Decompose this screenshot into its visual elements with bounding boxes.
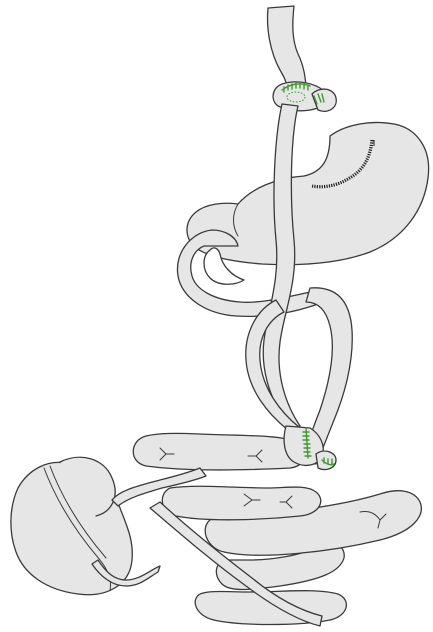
roux-limb — [263, 104, 300, 428]
small-bowel-loop-2 — [162, 486, 320, 520]
small-bowel-loop-1 — [133, 433, 305, 470]
esophagus — [268, 6, 307, 92]
anastomosis-blind-end — [316, 451, 336, 469]
